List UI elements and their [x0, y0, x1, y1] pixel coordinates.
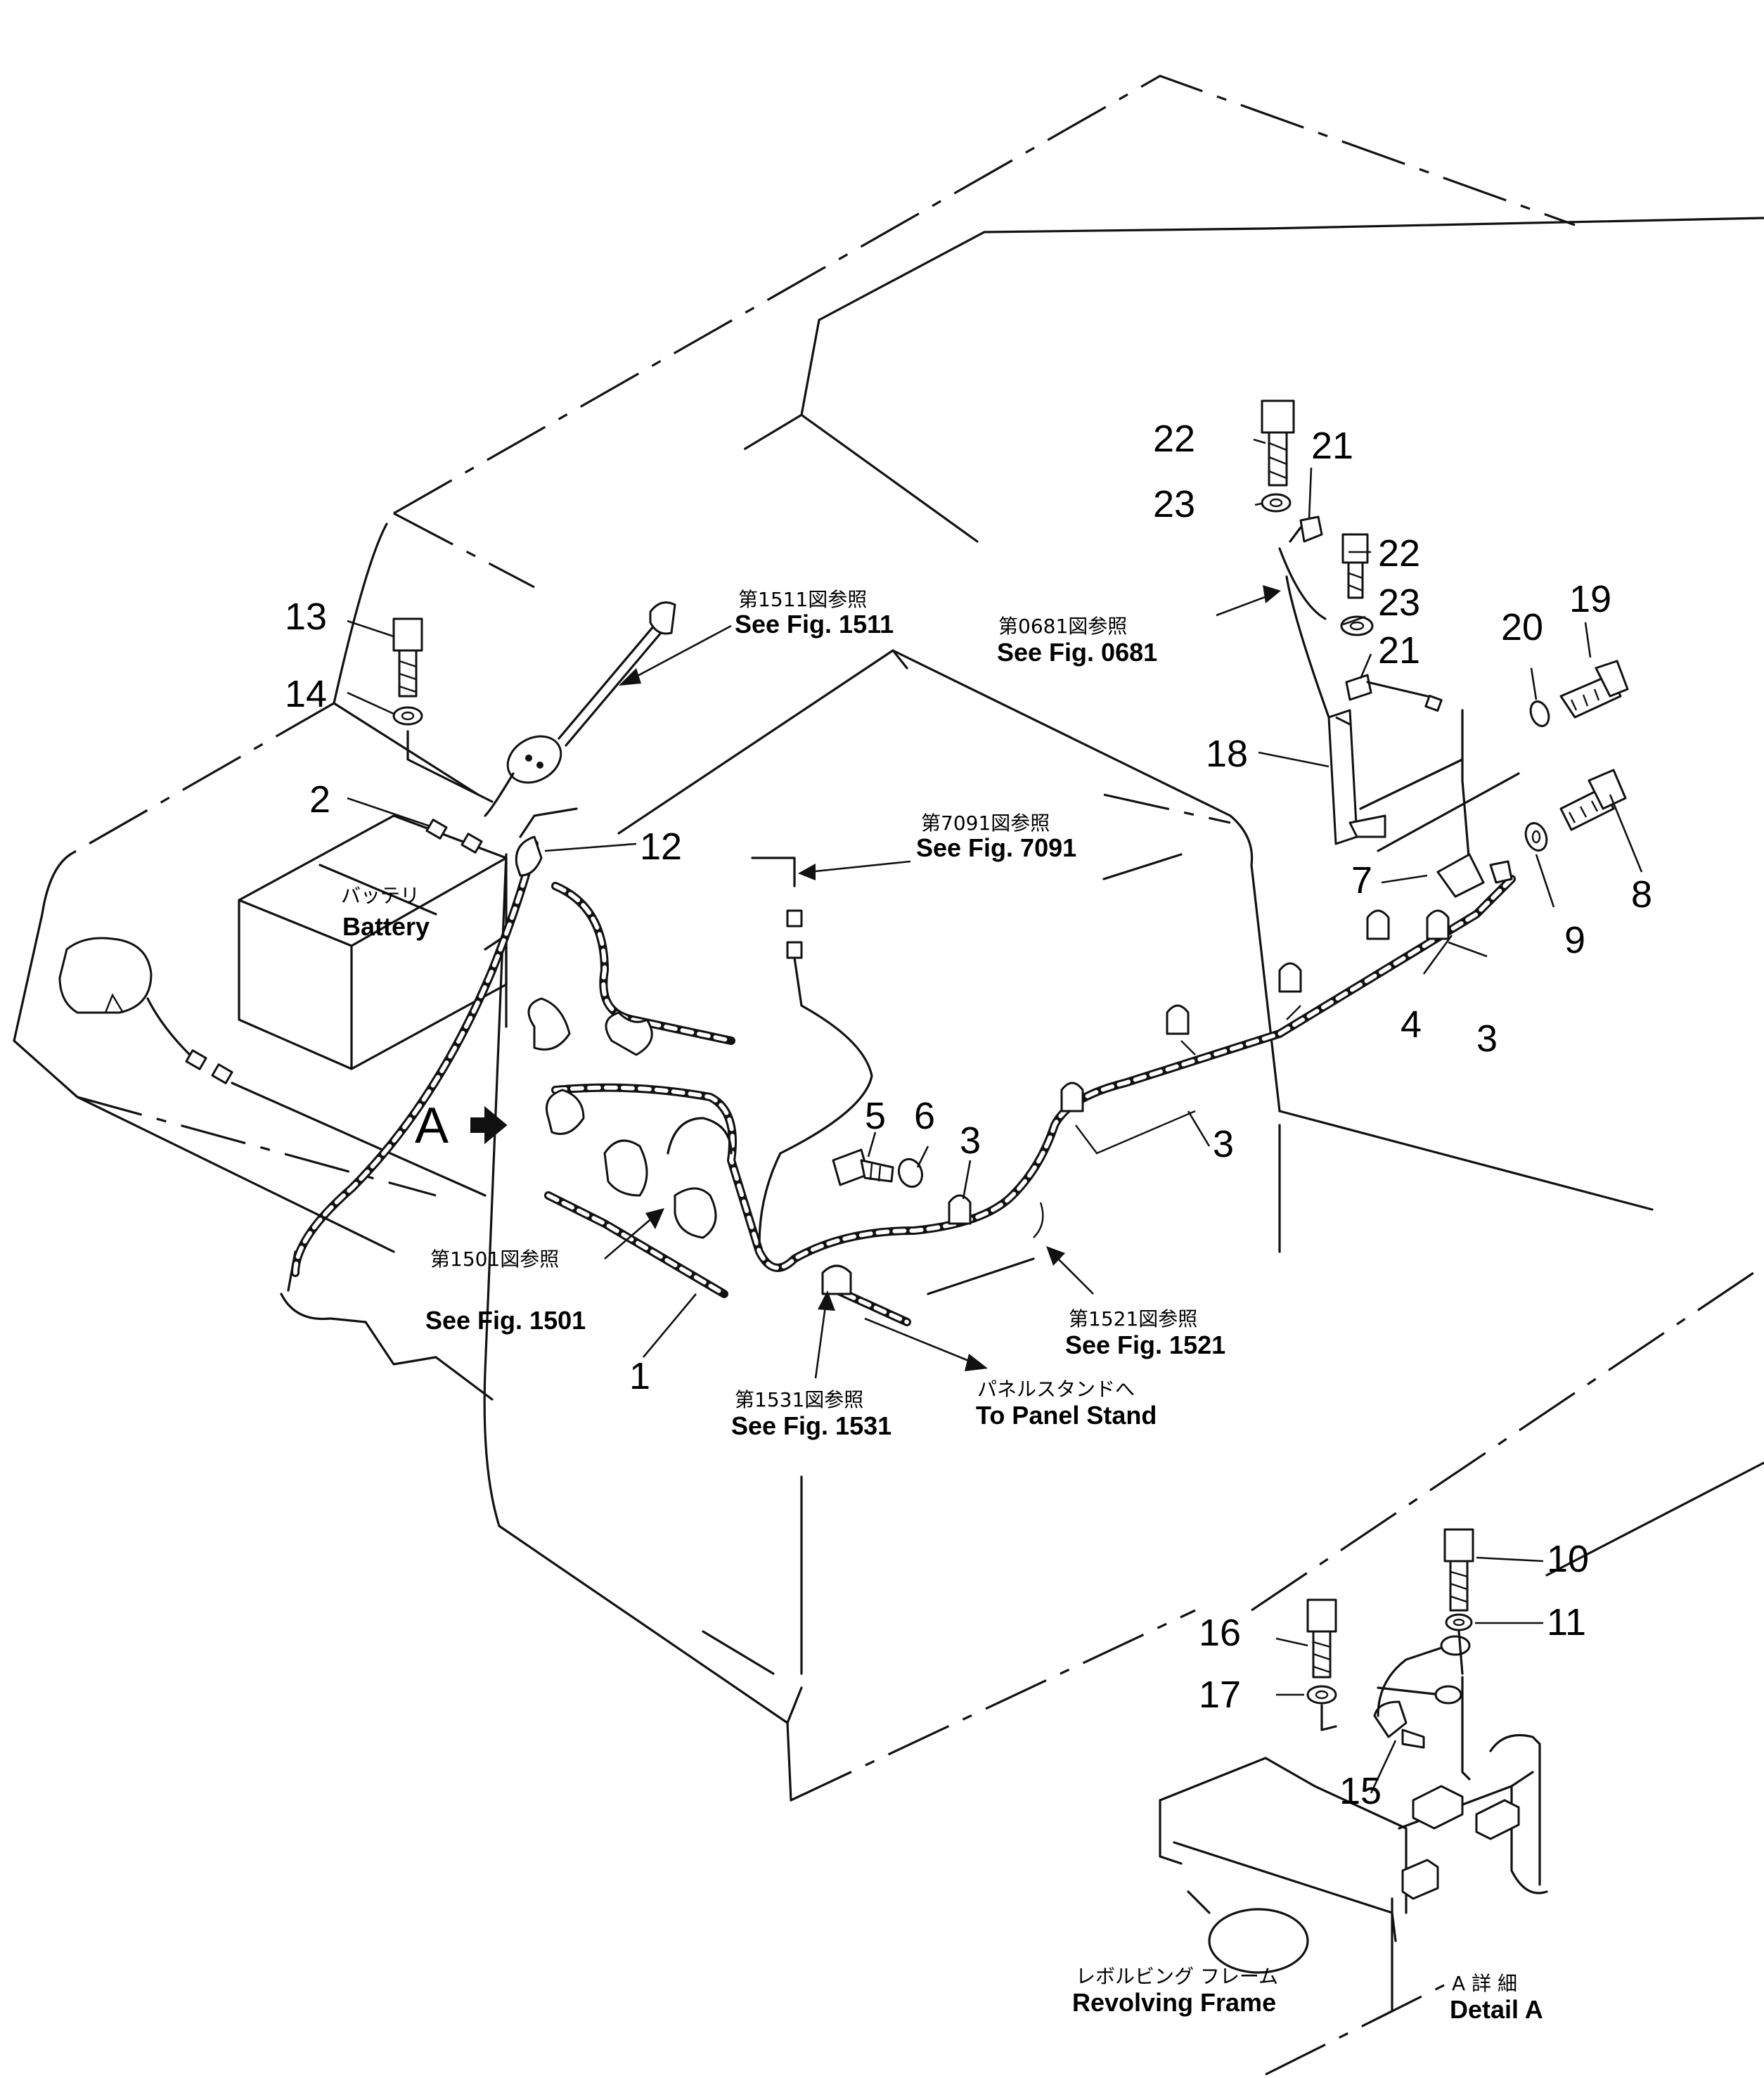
fig1511-en: See Fig. 1511: [735, 610, 894, 639]
fig1531-en: See Fig. 1531: [731, 1411, 891, 1440]
panel-stand-en: To Panel Stand: [976, 1401, 1157, 1430]
fig1521-part: [1033, 1202, 1044, 1238]
part-number-8: 8: [1631, 873, 1652, 916]
part-number-6: 6: [914, 1095, 935, 1137]
part-number-1: 1: [629, 1355, 650, 1397]
washer-17: [1306, 1685, 1337, 1705]
part-number-21: 21: [1311, 425, 1353, 467]
washer-6: [897, 1157, 924, 1188]
leaders: [347, 438, 1643, 1794]
fuel-sender: [484, 601, 676, 817]
bolt-16: [1306, 1598, 1337, 1679]
wire-harness: [291, 840, 1516, 1326]
fig7091-part: [751, 857, 873, 1246]
fig1511-jp: 第1511図参照: [738, 588, 867, 611]
washer-23-mid: [1340, 615, 1374, 636]
part-number-22: 22: [1153, 418, 1195, 460]
reference-labels: 第1511図参照 See Fig. 1511 第0681図参照 See Fig.…: [415, 588, 1543, 2024]
washer-14: [392, 706, 423, 726]
switch-15: [1373, 1700, 1408, 1738]
view-a-marker: A: [415, 1098, 449, 1154]
part-number-13: 13: [285, 596, 327, 638]
battery-label-jp: バッテリ: [341, 884, 420, 907]
part-numbers: 1 2 3 3 3 3 4 5 6 7 8 9 10 11 12 13 14 1…: [285, 418, 1652, 1812]
part-number-10: 10: [1547, 1538, 1589, 1580]
part-number-4: 4: [1401, 1003, 1422, 1046]
bolt-19: [1559, 660, 1629, 719]
part-number-11: 11: [1547, 1601, 1586, 1643]
clip-7: [1436, 853, 1485, 898]
machine-body-outline: [13, 75, 1764, 1802]
part-number-23: 23: [1378, 582, 1420, 624]
part-number-14: 14: [285, 673, 327, 715]
detail-a-en: Detail A: [1450, 1995, 1543, 2024]
washer-20: [1529, 700, 1550, 727]
part-number-22: 22: [1378, 532, 1420, 575]
fig1501-en: See Fig. 1501: [425, 1306, 586, 1335]
revolving-frame-en: Revolving Frame: [1072, 1988, 1276, 2017]
washer-9: [1524, 822, 1548, 852]
bolt-22-top: [1261, 399, 1295, 487]
bracket-18: [1261, 399, 1629, 898]
battery-label-en: Battery: [342, 912, 430, 941]
fig0681-en: See Fig. 0681: [997, 638, 1157, 667]
part-number-3: 3: [960, 1120, 981, 1162]
part-number-3: 3: [1476, 1018, 1498, 1060]
part-number-18: 18: [1206, 733, 1248, 775]
cable-21-top: [1299, 515, 1323, 543]
view-a-arrow: [470, 1105, 508, 1145]
battery: バッテリ Battery: [238, 814, 508, 1070]
part-number-7: 7: [1351, 859, 1372, 902]
reference-arrows: [470, 585, 1281, 1379]
cable-21-mid: [1345, 674, 1372, 701]
fig1501-jp: 第1501図参照: [430, 1248, 559, 1271]
fig1521-jp: 第1521図参照: [1069, 1307, 1197, 1330]
part-number-2: 2: [309, 778, 330, 821]
washer-23-top: [1261, 493, 1292, 513]
bolt-13: [392, 617, 423, 698]
bolt-22-mid: [1341, 533, 1369, 599]
part-number-5: 5: [865, 1095, 886, 1137]
part-number-19: 19: [1569, 578, 1611, 620]
revolving-frame-jp: レボルビング フレーム: [1076, 1965, 1278, 1988]
bolt-10: [1443, 1528, 1474, 1612]
part-number-16: 16: [1199, 1612, 1241, 1654]
part-number-15: 15: [1339, 1770, 1382, 1812]
part-number-12: 12: [640, 826, 682, 868]
terminal-12: [515, 835, 543, 877]
left-lamp-assembly: [58, 937, 487, 1197]
part-number-23: 23: [1153, 483, 1195, 525]
part-number-21: 21: [1378, 629, 1420, 672]
detail-a-view: [1159, 1528, 1548, 2076]
fig1531-jp: 第1531図参照: [735, 1388, 863, 1411]
fig7091-jp: 第7091図参照: [921, 812, 1050, 835]
bolt-8: [1559, 769, 1627, 831]
nut-2: [425, 819, 483, 854]
part-number-9: 9: [1564, 919, 1585, 961]
panel-stand-jp: パネルスタンドへ: [977, 1378, 1135, 1401]
part-number-20: 20: [1501, 606, 1543, 648]
fig1521-en: See Fig. 1521: [1065, 1330, 1225, 1359]
bolt-5: [832, 1148, 894, 1186]
detail-a-jp: A 詳 細: [1452, 1972, 1517, 1995]
fig0681-jp: 第0681図参照: [998, 615, 1127, 638]
part-number-17: 17: [1199, 1674, 1241, 1716]
washer-11: [1445, 1613, 1473, 1631]
fig7091-en: See Fig. 7091: [916, 833, 1076, 862]
part-number-3: 3: [1213, 1123, 1234, 1165]
